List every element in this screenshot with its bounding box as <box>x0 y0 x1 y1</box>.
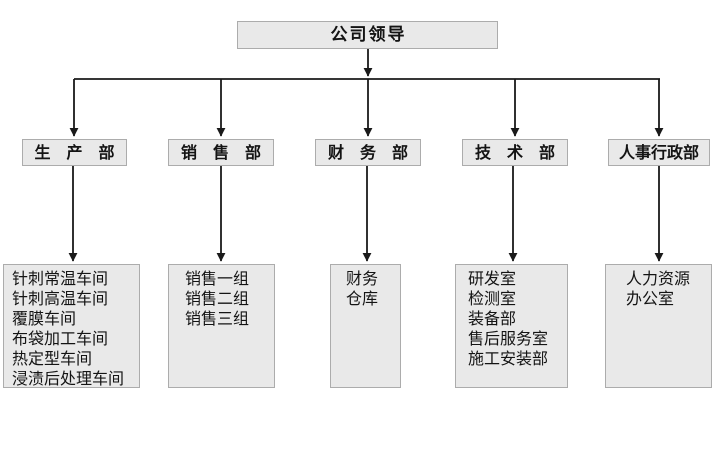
unit-list-finance: 财务 仓库 <box>330 264 401 388</box>
unit-item: 热定型车间 <box>12 349 93 368</box>
unit-item: 检测室 <box>468 289 517 308</box>
unit-item: 装备部 <box>468 309 517 328</box>
unit-item: 人力资源 <box>626 269 691 288</box>
unit-item: 研发室 <box>468 269 517 288</box>
dept-box-finance: 财 务 部 <box>315 139 421 166</box>
dept-box-technology: 技 术 部 <box>462 139 568 166</box>
unit-item: 销售二组 <box>185 289 250 308</box>
unit-item: 针刺高温车间 <box>12 289 109 308</box>
unit-item: 浸渍后处理车间 <box>12 369 125 388</box>
unit-item: 布袋加工车间 <box>12 329 109 348</box>
unit-item: 针刺常温车间 <box>12 269 109 288</box>
unit-list-technology: 研发室 检测室 装备部 售后服务室 施工安装部 <box>455 264 568 388</box>
unit-item: 施工安装部 <box>468 349 549 368</box>
unit-list-production: 针刺常温车间 针刺高温车间 覆膜车间 布袋加工车间 热定型车间 浸渍后处理车间 <box>3 264 140 388</box>
unit-item: 售后服务室 <box>468 329 549 348</box>
dept-box-production: 生 产 部 <box>22 139 127 166</box>
unit-list-hr-admin: 人力资源 办公室 <box>605 264 712 388</box>
unit-list-sales: 销售一组 销售二组 销售三组 <box>168 264 275 388</box>
unit-item: 覆膜车间 <box>12 309 77 328</box>
dept-box-sales: 销 售 部 <box>168 139 274 166</box>
unit-item: 财务 <box>346 269 379 288</box>
unit-item: 销售三组 <box>185 309 250 328</box>
dept-box-hr-admin: 人事行政部 <box>608 139 710 166</box>
unit-item: 销售一组 <box>185 269 250 288</box>
unit-item: 仓库 <box>346 289 379 308</box>
root-box-company-leadership: 公司领导 <box>237 21 498 49</box>
unit-item: 办公室 <box>626 289 675 308</box>
